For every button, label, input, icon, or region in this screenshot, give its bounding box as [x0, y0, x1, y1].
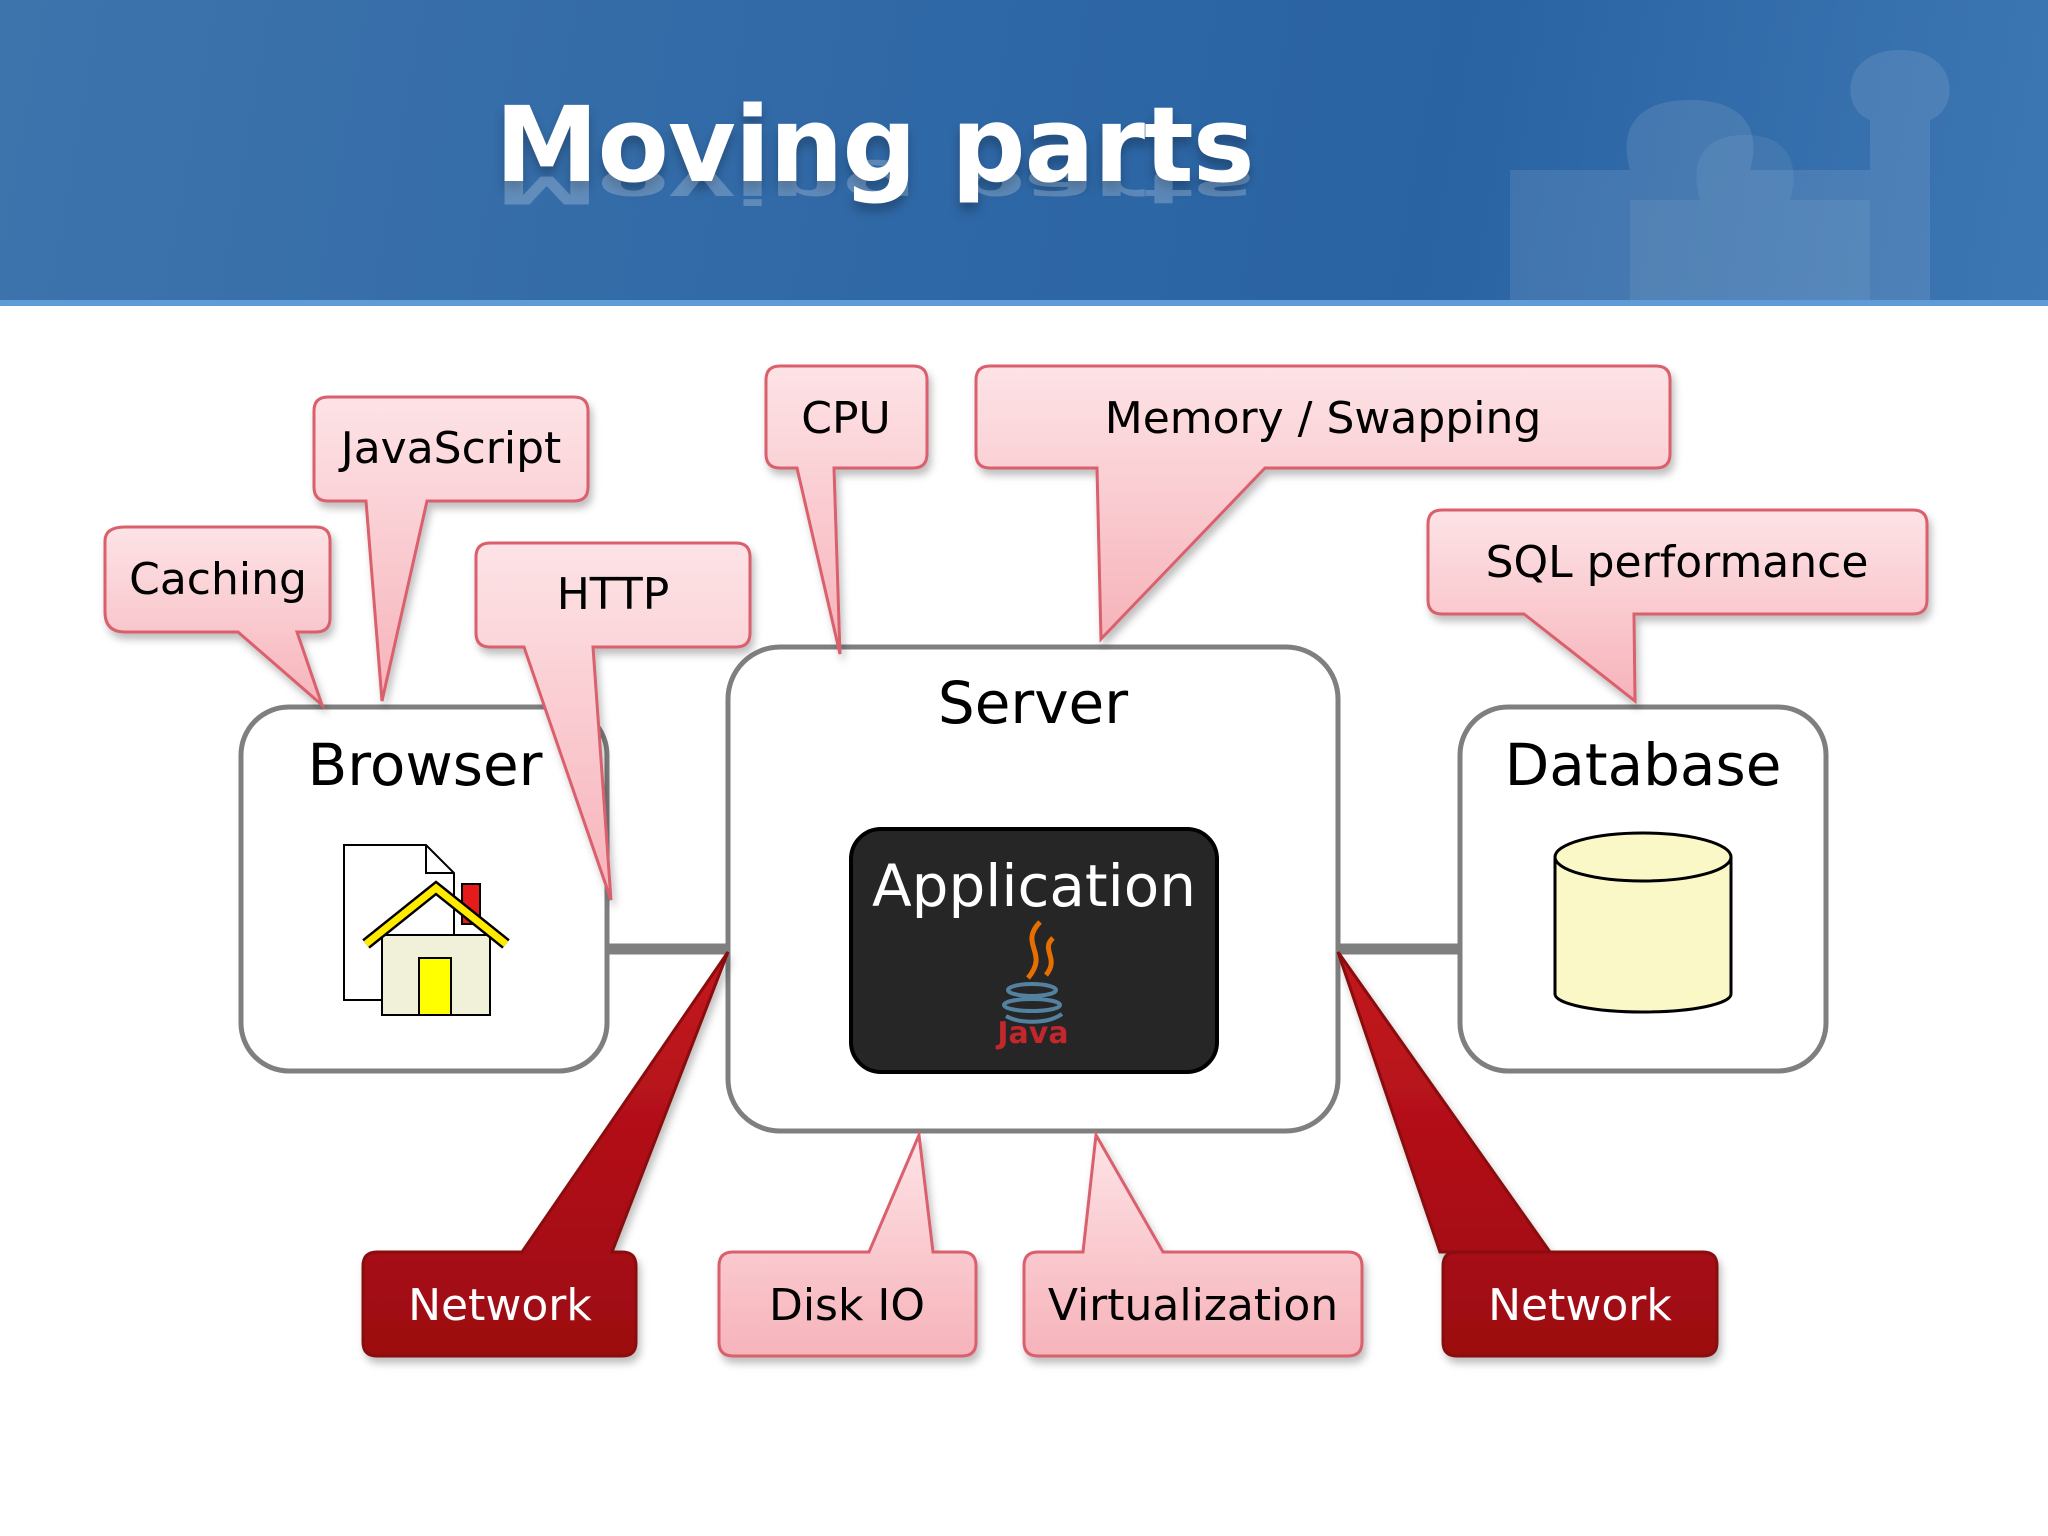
callout-cpu-label: CPU — [801, 393, 890, 444]
database-cylinder-icon — [1553, 831, 1733, 1014]
callout-network-left-label: Network — [408, 1280, 592, 1331]
callout-network-left: Network — [361, 951, 730, 1358]
database-box: Database — [1457, 704, 1829, 1074]
callout-virtualization: Virtualization — [1022, 1130, 1364, 1358]
callout-sql-label: SQL performance — [1486, 537, 1869, 588]
puzzle-piece-icon — [1510, 50, 1950, 300]
slide-title: Moving parts — [495, 84, 1255, 206]
java-logo-text: Java — [995, 1016, 1068, 1051]
callout-http-label: HTTP — [557, 569, 670, 620]
database-label: Database — [1505, 731, 1782, 799]
callout-sql: SQL performance — [1426, 508, 1929, 705]
slide-header — [0, 0, 2048, 305]
callout-caching: Caching — [103, 525, 332, 710]
java-icon: Java — [995, 920, 1069, 1051]
callout-network-right: Network — [1336, 951, 1719, 1358]
callout-javascript-label: JavaScript — [338, 423, 562, 474]
callout-network-right-label: Network — [1488, 1280, 1672, 1331]
application-label: Application — [872, 852, 1196, 920]
server-box: Server Application Java — [725, 644, 1341, 1134]
callout-caching-label: Caching — [129, 554, 307, 605]
callout-cpu: CPU — [764, 364, 929, 655]
application-box: Application Java — [849, 827, 1219, 1074]
server-label: Server — [938, 669, 1128, 737]
callout-disk-io-label: Disk IO — [769, 1280, 925, 1331]
browser-label: Browser — [307, 731, 542, 799]
callout-virtualization-label: Virtualization — [1048, 1280, 1338, 1331]
browser-box: Browser — [238, 704, 610, 1074]
home-icon — [362, 880, 510, 1016]
callout-disk-io: Disk IO — [717, 1129, 978, 1358]
callout-memory-label: Memory / Swapping — [1105, 393, 1542, 444]
header-divider — [0, 300, 2048, 306]
callout-memory: Memory / Swapping — [974, 364, 1672, 643]
callout-javascript: JavaScript — [312, 395, 590, 702]
callout-http: HTTP — [474, 541, 752, 901]
